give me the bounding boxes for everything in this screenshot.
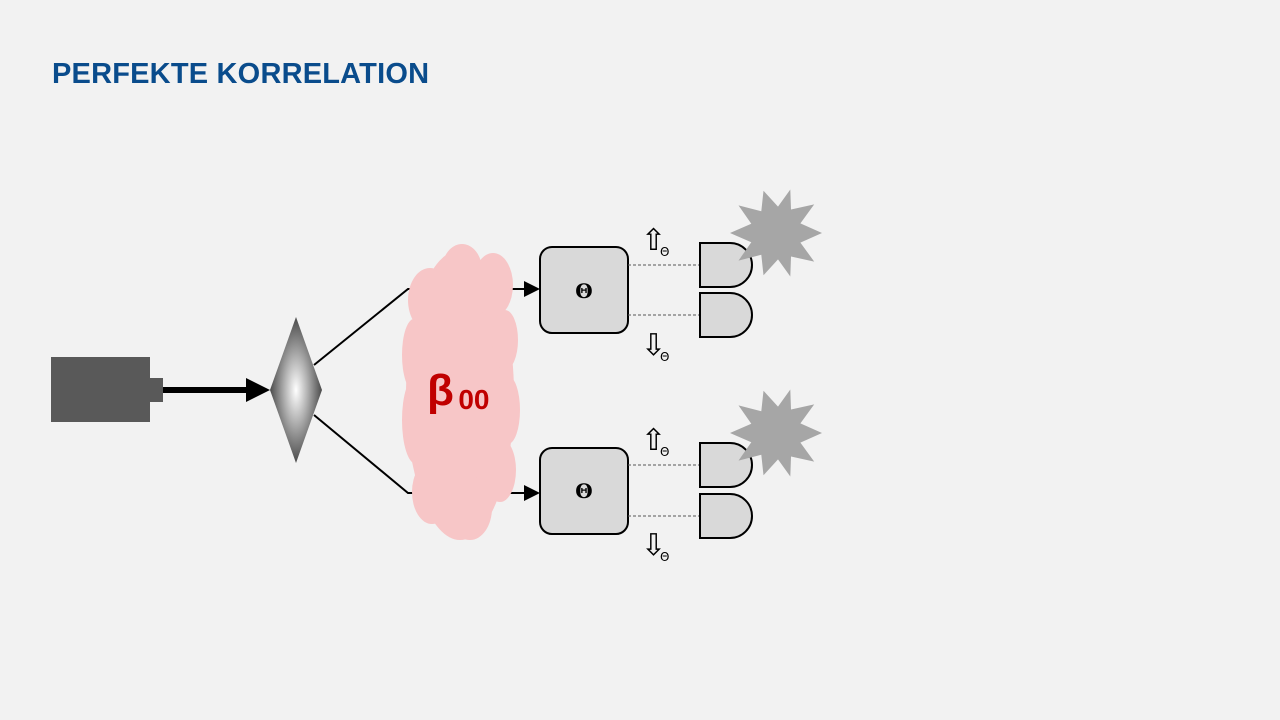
up-arrow-subscript: Θ bbox=[660, 245, 669, 259]
laser-nozzle bbox=[150, 378, 163, 402]
slide-title: PERFEKTE KORRELATION bbox=[52, 58, 430, 90]
entanglement-cloud-icon bbox=[402, 244, 520, 540]
detector-up bbox=[699, 442, 753, 488]
pump-beam bbox=[163, 378, 270, 402]
crystal-icon bbox=[270, 317, 322, 463]
up-arrow-subscript: Θ bbox=[660, 445, 669, 459]
state-subscript: 00 bbox=[458, 384, 489, 415]
analyzer-angle-label: Θ bbox=[575, 279, 592, 303]
up-arrow-icon: ⇧ bbox=[641, 423, 666, 458]
state-symbol: β bbox=[427, 366, 454, 415]
analyzer-upper: Θ ⇧ Θ ⇩ Θ bbox=[539, 189, 822, 364]
laser-source bbox=[51, 357, 163, 422]
down-arrow-icon: ⇩ bbox=[641, 528, 666, 563]
analyzer-lower: Θ ⇧ Θ ⇩ Θ bbox=[539, 389, 822, 564]
analyzer-box bbox=[539, 246, 629, 334]
down-arrow-subscript: Θ bbox=[660, 550, 669, 564]
detector-down bbox=[699, 493, 753, 539]
detection-flash-icon bbox=[730, 389, 822, 477]
laser-body bbox=[51, 357, 150, 422]
detector-up bbox=[699, 242, 753, 288]
state-label: β 00 bbox=[427, 366, 489, 415]
analyzer-angle-label: Θ bbox=[575, 479, 592, 503]
analyzer-box bbox=[539, 447, 629, 535]
detection-flash-icon bbox=[730, 189, 822, 277]
up-arrow-icon: ⇧ bbox=[641, 223, 666, 258]
down-arrow-icon: ⇩ bbox=[641, 328, 666, 363]
down-arrow-subscript: Θ bbox=[660, 350, 669, 364]
detector-down bbox=[699, 292, 753, 338]
